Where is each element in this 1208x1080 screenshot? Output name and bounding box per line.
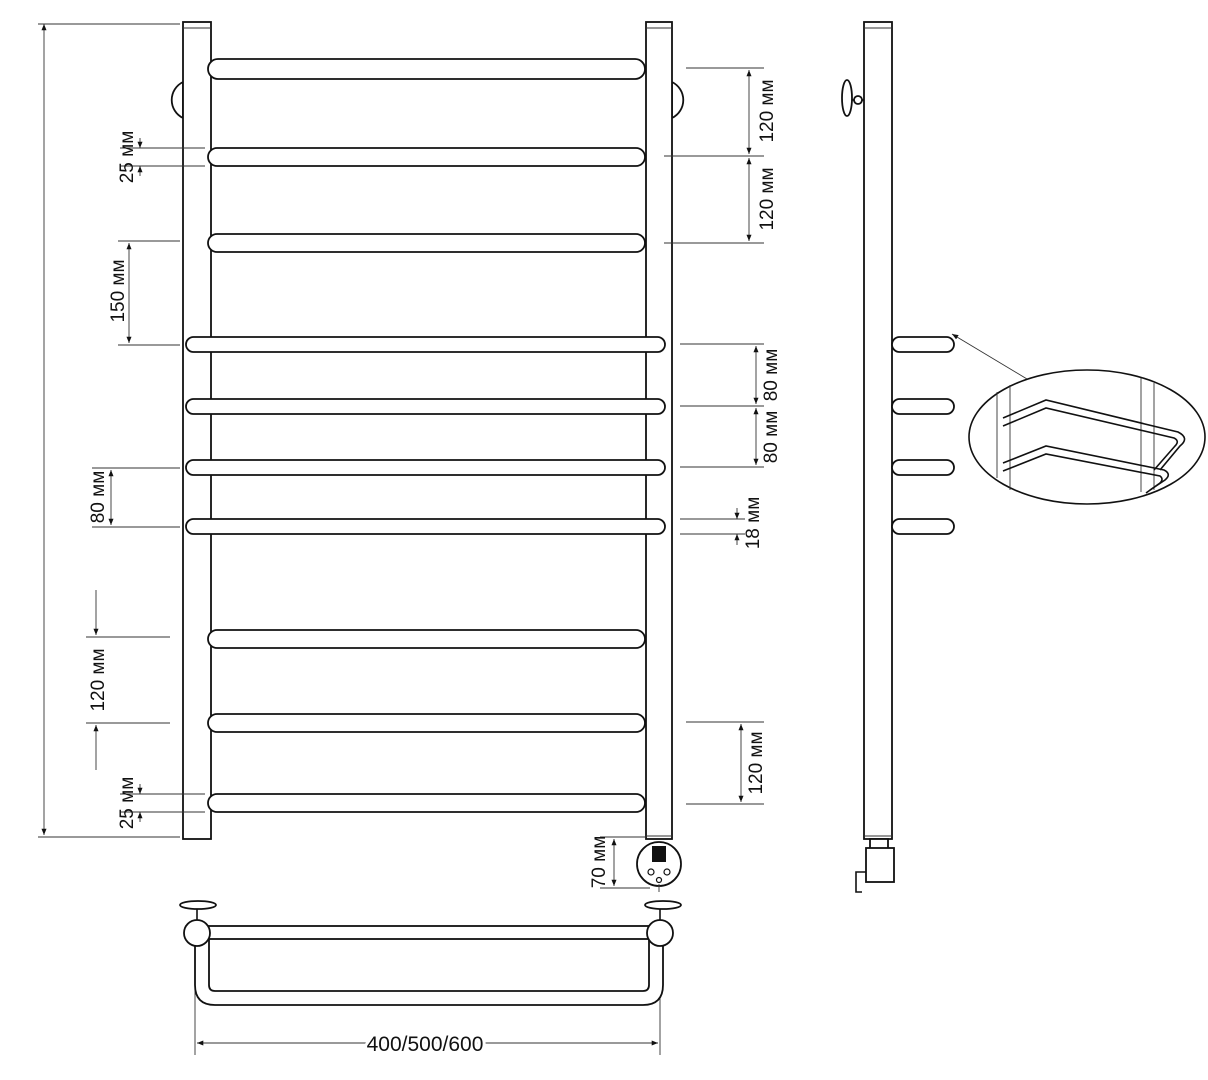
right-wall-mount (644, 900, 682, 910)
left-wall-mount (179, 900, 217, 910)
dim-gap-left-120: 120 мм (88, 648, 109, 711)
side-shelf-stubs (891, 336, 955, 535)
dimension-labels: 120 мм 120 мм 25 мм 150 мм 80 мм 80 мм 8… (88, 79, 782, 1059)
dim-bar-offset-left-bottom: 25 мм (117, 777, 138, 830)
dim-gap-left-150: 150 мм (108, 259, 129, 322)
right-wall-bracket (671, 80, 685, 120)
dim-width-options: 400/500/600 (367, 1033, 484, 1056)
side-view (841, 21, 955, 893)
left-wall-bracket (170, 80, 184, 120)
dim-gap-right-80-a: 80 мм (761, 349, 782, 402)
front-view (170, 21, 685, 892)
detail-ellipse (968, 369, 1206, 505)
dim-gap-left-80: 80 мм (88, 471, 109, 524)
left-upright (182, 21, 212, 840)
dim-gap-right-80-b: 80 мм (761, 411, 782, 464)
dim-bar-offset-left-top: 25 мм (117, 131, 138, 184)
dimension-lines (38, 23, 764, 1055)
top-view (179, 900, 682, 1006)
heating-element-connector (636, 841, 682, 892)
dim-bar-thickness: 18 мм (743, 497, 764, 550)
dim-second-gap-right: 120 мм (757, 167, 778, 230)
straight-bars (207, 58, 646, 813)
side-upright (863, 21, 893, 840)
dim-gap-right-120-bottom: 120 мм (746, 731, 767, 794)
right-upright (645, 21, 673, 840)
detail-callout (951, 333, 1206, 505)
shelf-bars (185, 336, 666, 535)
dim-top-gap-right: 120 мм (757, 79, 778, 142)
dim-connection-height: 70 мм (589, 836, 610, 889)
